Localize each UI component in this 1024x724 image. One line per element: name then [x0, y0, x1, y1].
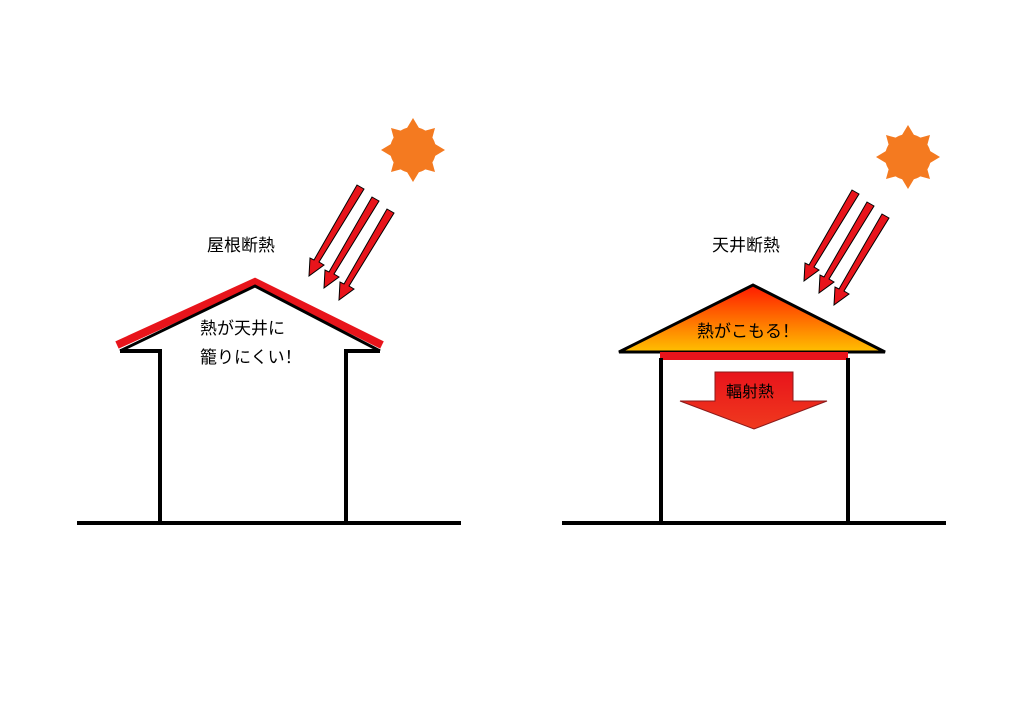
house-walls: [659, 358, 850, 523]
radiant-heat-label: 輻射熱: [726, 382, 774, 401]
house-walls: [120, 349, 380, 523]
heat-not-trapped-note-line2: 籠りにくい！: [200, 347, 302, 368]
roof-insulation-layer: [115, 277, 384, 349]
radiant-heat-arrow: [679, 371, 828, 430]
ceiling-insulation-title: 天井断熱: [712, 236, 780, 256]
heat-trapped-note: 熱がこもる！: [697, 322, 799, 342]
roof-outline: [119, 284, 381, 353]
heat-ray-arrows: [803, 189, 890, 307]
heat-ray-arrow: [323, 196, 380, 290]
heat-ray-arrow: [833, 213, 890, 307]
roof-insulation-title: 屋根断熱: [207, 236, 275, 256]
heat-ray-arrow: [308, 184, 365, 278]
heat-ray-arrow: [818, 201, 875, 295]
left-panel: 屋根断熱 熱が天井に 籠りにくい！: [77, 118, 461, 525]
ceiling-insulation-layer: [660, 352, 848, 360]
sun-icon: [381, 118, 445, 182]
sun-icon: [876, 125, 940, 189]
heat-ray-arrow: [803, 189, 860, 283]
heat-ray-arrows: [308, 184, 395, 302]
heat-ray-arrow: [338, 208, 395, 302]
heat-not-trapped-note-line1: 熱が天井に: [200, 319, 285, 339]
right-panel: 天井断熱 熱がこもる！ 輻射熱: [562, 125, 946, 525]
